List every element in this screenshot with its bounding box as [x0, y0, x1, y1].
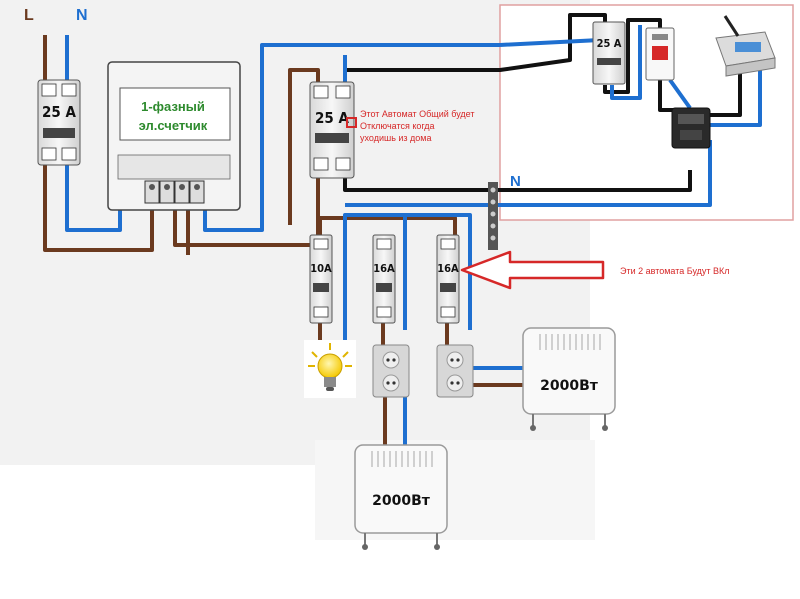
socket-icon-1 [372, 344, 410, 398]
general-breaker-note-line2: Отключатся когда [360, 121, 435, 131]
wires [43, 13, 762, 445]
general-breaker-note: Этот Автомат Общий будет Отключатся когд… [360, 109, 475, 143]
heater-2: 2000Вт [354, 444, 448, 550]
socket-icon-2 [436, 344, 474, 398]
electric-meter: 1-фазный эл.счетчик [107, 61, 241, 211]
branch-breaker-2-rating: 16A [373, 262, 395, 275]
panel-neutral-label: N [510, 173, 521, 190]
branch-breaker-1: 10A [309, 234, 333, 324]
rcd-icon [645, 27, 675, 81]
general-breaker: 25 A [309, 81, 355, 179]
phase-label: L [24, 7, 34, 24]
main-breaker-rating: 25 A [42, 103, 76, 121]
branch-breaker-3-rating: 16A [437, 262, 459, 275]
general-breaker-marker [346, 117, 357, 128]
general-breaker-note-line3: уходишь из дома [360, 133, 432, 143]
lamp-icon [304, 340, 356, 398]
general-breaker-note-line1: Этот Автомат Общий будет [360, 109, 475, 119]
meter-line1: 1-фазный [141, 99, 205, 114]
meter-terminals [144, 180, 205, 204]
neutral-busbar [488, 182, 498, 250]
branch-breaker-1-rating: 10A [310, 262, 332, 275]
control-breaker-rating: 25 A [597, 37, 622, 50]
gsm-module-icon [715, 15, 776, 77]
branch-breaker-3: 16A [436, 234, 460, 324]
branch-breaker-2: 16A [372, 234, 396, 324]
branch-note: Эти 2 автомата Будут ВКл [620, 266, 730, 276]
heater-2-power: 2000Вт [372, 493, 431, 509]
control-breaker: 25 A [592, 21, 626, 85]
main-breaker: 25 A [37, 79, 81, 166]
arrow-icon [460, 250, 605, 290]
heater-1: 2000Вт [522, 327, 616, 431]
neutral-label: N [76, 7, 88, 24]
general-breaker-rating: 25 A [315, 109, 349, 127]
meter-line2: эл.счетчик [139, 118, 208, 133]
contactor-icon [671, 107, 711, 149]
heater-1-power: 2000Вт [540, 378, 599, 394]
